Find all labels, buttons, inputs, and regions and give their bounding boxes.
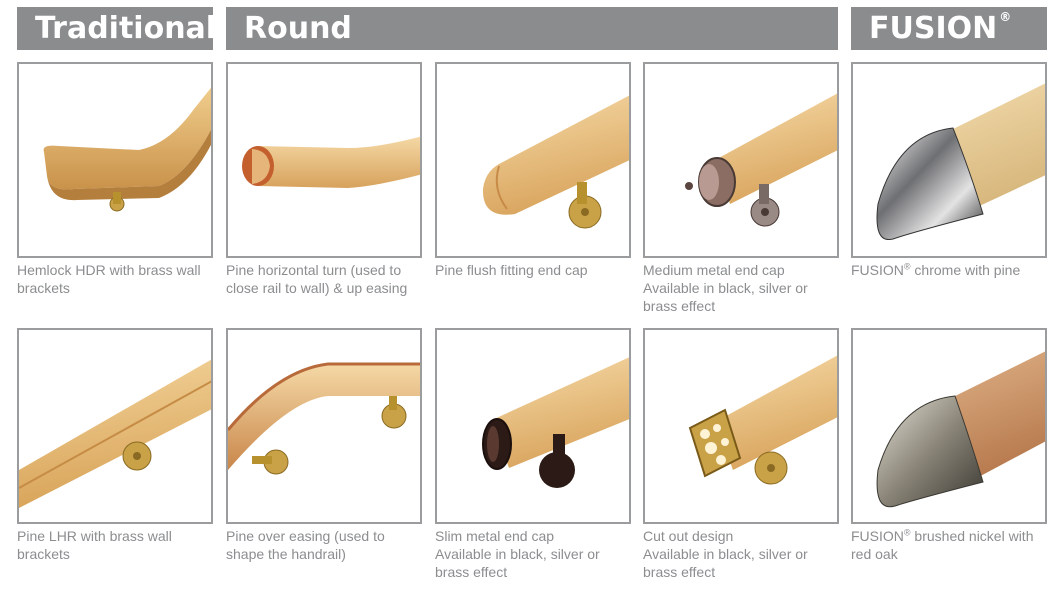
caption-pine-lhr: Pine LHR with brass wall brackets: [17, 527, 217, 563]
caption-brand: FUSION: [851, 528, 904, 544]
cut-out-design-image: [688, 355, 837, 485]
caption-pine-horizontal-turn: Pine horizontal turn (used to close rail…: [226, 261, 426, 297]
caption-pine-flush-end-cap: Pine flush fitting end cap: [435, 261, 635, 279]
header-fusion-label: FUSION: [869, 11, 998, 46]
caption-slim-metal-end-cap: Slim metal end cap Available in black, s…: [435, 527, 635, 581]
header-traditional-label: Traditional: [35, 11, 217, 46]
caption-line: Pine LHR with brass wall: [17, 528, 172, 544]
tile-pine-over-easing: [226, 328, 422, 524]
tile-cut-out-design: [643, 328, 839, 524]
pine-lhr-rail-image: [19, 359, 211, 508]
caption-line: brass effect: [643, 564, 716, 580]
caption-line: brass effect: [435, 564, 508, 580]
tile-hemlock-hdr: [17, 62, 213, 258]
caption-line: Available in black, silver or: [643, 280, 808, 296]
caption-line: brass effect: [643, 298, 716, 314]
caption-line: Pine horizontal turn (used to: [226, 262, 402, 278]
caption-brand: FUSION: [851, 262, 904, 278]
tile-pine-flush-end-cap: [435, 62, 631, 258]
caption-line: Available in black, silver or: [435, 546, 600, 562]
tile-pine-lhr: [17, 328, 213, 524]
caption-line: brackets: [17, 280, 70, 296]
pine-flush-end-cap-image: [482, 95, 629, 229]
caption-line: close rail to wall) & up easing: [226, 280, 408, 296]
caption-line: FUSION® chrome with pine: [851, 261, 1051, 279]
caption-line: brackets: [17, 546, 70, 562]
header-round: Round: [226, 7, 838, 50]
caption-line: shape the handrail): [226, 546, 346, 562]
caption-line: Slim metal end cap: [435, 528, 555, 544]
caption-registered-mark: ®: [903, 527, 911, 538]
hemlock-hdr-rail-image: [43, 87, 211, 212]
tile-fusion-chrome: [851, 62, 1047, 258]
caption-medium-metal-end-cap: Medium metal end cap Available in black,…: [643, 261, 843, 315]
header-round-label: Round: [244, 11, 352, 46]
fusion-chrome-image: [876, 83, 1045, 241]
fusion-brushed-nickel-image: [876, 351, 1045, 508]
tile-slim-metal-end-cap: [435, 328, 631, 524]
caption-hemlock-hdr: Hemlock HDR with brass wall brackets: [17, 261, 217, 297]
tile-fusion-brushed-nickel: [851, 328, 1047, 524]
caption-rest: brushed nickel with: [910, 528, 1034, 544]
caption-pine-over-easing: Pine over easing (used to shape the hand…: [226, 527, 426, 563]
pine-over-easing-image: [228, 362, 420, 475]
header-fusion: FUSION®: [851, 7, 1047, 50]
caption-line: Cut out design: [643, 528, 734, 544]
header-fusion-registered-mark: ®: [999, 10, 1012, 24]
caption-registered-mark: ®: [903, 261, 911, 272]
caption-line: Medium metal end cap: [643, 262, 785, 278]
caption-line: Pine flush fitting end cap: [435, 262, 588, 278]
pine-horizontal-turn-image: [242, 136, 420, 188]
caption-rest: chrome with pine: [910, 262, 1021, 278]
medium-metal-end-cap-image: [685, 93, 837, 227]
tile-medium-metal-end-cap: [643, 62, 839, 258]
tile-pine-horizontal-turn: [226, 62, 422, 258]
caption-cut-out-design: Cut out design Available in black, silve…: [643, 527, 843, 581]
caption-line: red oak: [851, 546, 898, 562]
caption-fusion-brushed-nickel: FUSION® brushed nickel with red oak: [851, 527, 1051, 563]
header-traditional: Traditional: [17, 7, 217, 50]
caption-line: Pine over easing (used to: [226, 528, 385, 544]
caption-line: Available in black, silver or: [643, 546, 808, 562]
caption-line: Hemlock HDR with brass wall: [17, 262, 201, 278]
caption-fusion-chrome: FUSION® chrome with pine: [851, 261, 1051, 279]
slim-metal-end-cap-image: [482, 357, 629, 488]
caption-line: FUSION® brushed nickel with: [851, 527, 1051, 545]
